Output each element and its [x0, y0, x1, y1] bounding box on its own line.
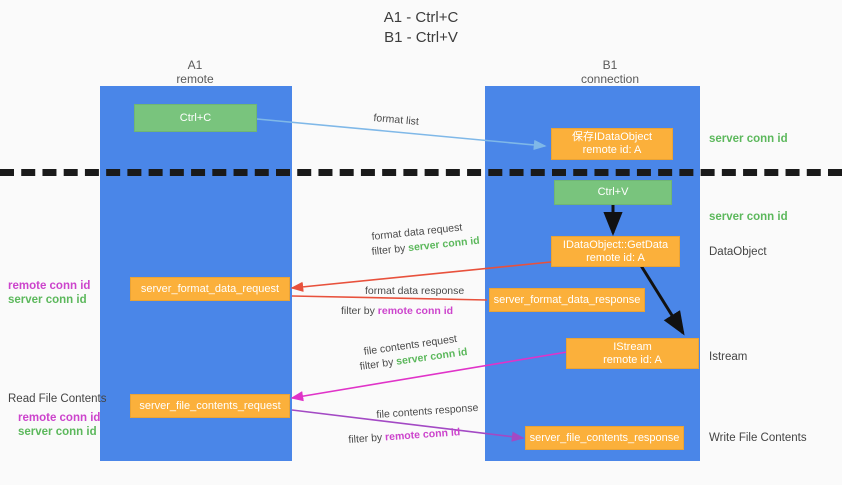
box-ctrl-v[interactable]: Ctrl+V — [554, 180, 672, 205]
box-server-file-contents-request-label: server_file_contents_request — [139, 399, 281, 412]
box-server-format-data-response-label: server_format_data_response — [493, 293, 641, 306]
left-label-remote-conn-id-1: remote conn id — [8, 280, 91, 292]
column-b1-name: B1 — [602, 58, 618, 72]
right-label-dataobject: DataObject — [709, 246, 767, 258]
title-line-1: A1 - Ctrl+C — [383, 9, 459, 26]
filter-key-remote-conn-id-1: remote conn id — [377, 305, 454, 317]
column-a1-sub: remote — [176, 72, 214, 86]
edge-label-file-contents-response: file contents response — [376, 401, 479, 421]
column-a1-name: A1 — [187, 58, 203, 72]
left-label-server-conn-id-1: server conn id — [8, 294, 87, 306]
box-save-idataobject-line2: remote id: A — [582, 144, 642, 156]
edge-label-file-contents-response-filter: filter by remote conn id — [348, 426, 461, 446]
left-label-server-conn-id-2: server conn id — [18, 426, 97, 438]
filter-prefix-4: filter by — [348, 431, 386, 446]
left-label-read-file-contents: Read File Contents — [8, 393, 107, 405]
edge-label-format-data-response-filter: filter by remote conn id — [341, 305, 453, 317]
right-label-write-file-contents: Write File Contents — [709, 432, 807, 444]
box-getdata-line2: remote id: A — [586, 251, 645, 264]
page-title: A1 - Ctrl+C B1 - Ctrl+V — [0, 8, 842, 48]
box-istream[interactable]: IStream remote id: A — [566, 338, 699, 369]
filter-key-remote-conn-id-2: remote conn id — [384, 426, 461, 444]
right-label-istream: Istream — [709, 351, 748, 363]
box-server-file-contents-response[interactable]: server_file_contents_response — [525, 426, 684, 450]
edge-label-format-list: format list — [372, 112, 420, 128]
box-server-format-data-request-label: server_format_data_request — [140, 282, 280, 295]
box-getdata-line1: IDataObject::GetData — [562, 238, 669, 251]
box-ctrl-c-label: Ctrl+C — [179, 111, 212, 124]
left-label-remote-conn-id-2: remote conn id — [18, 412, 101, 424]
box-ctrl-c[interactable]: Ctrl+C — [134, 104, 257, 132]
box-save-idataobject[interactable]: 保存IDataObject remote id: A — [551, 128, 673, 160]
box-ctrl-v-label: Ctrl+V — [597, 186, 629, 198]
box-server-file-contents-response-label: server_file_contents_response — [529, 431, 680, 444]
title-line-2: B1 - Ctrl+V — [384, 29, 458, 46]
column-b1-sub: connection — [580, 72, 640, 86]
filter-prefix-1: filter by — [371, 242, 409, 258]
phase-divider — [0, 169, 842, 176]
box-server-format-data-request[interactable]: server_format_data_request — [130, 277, 290, 301]
box-idataobject-getdata[interactable]: IDataObject::GetData remote id: A — [551, 236, 680, 267]
box-server-format-data-response[interactable]: server_format_data_response — [489, 288, 645, 312]
column-header-b1: B1 connection — [535, 58, 685, 86]
filter-prefix-2: filter by — [341, 305, 378, 317]
box-istream-line1: IStream — [613, 340, 652, 353]
box-save-idataobject-line1: 保存IDataObject — [571, 131, 653, 143]
right-label-server-conn-id-2: server conn id — [709, 211, 788, 223]
right-label-server-conn-id-1: server conn id — [709, 133, 788, 145]
column-header-a1: A1 remote — [120, 58, 270, 86]
box-server-file-contents-request[interactable]: server_file_contents_request — [130, 394, 290, 418]
edge-label-format-data-response: format data response — [365, 285, 465, 297]
box-istream-line2: remote id: A — [603, 353, 662, 366]
filter-prefix-3: filter by — [359, 355, 398, 373]
